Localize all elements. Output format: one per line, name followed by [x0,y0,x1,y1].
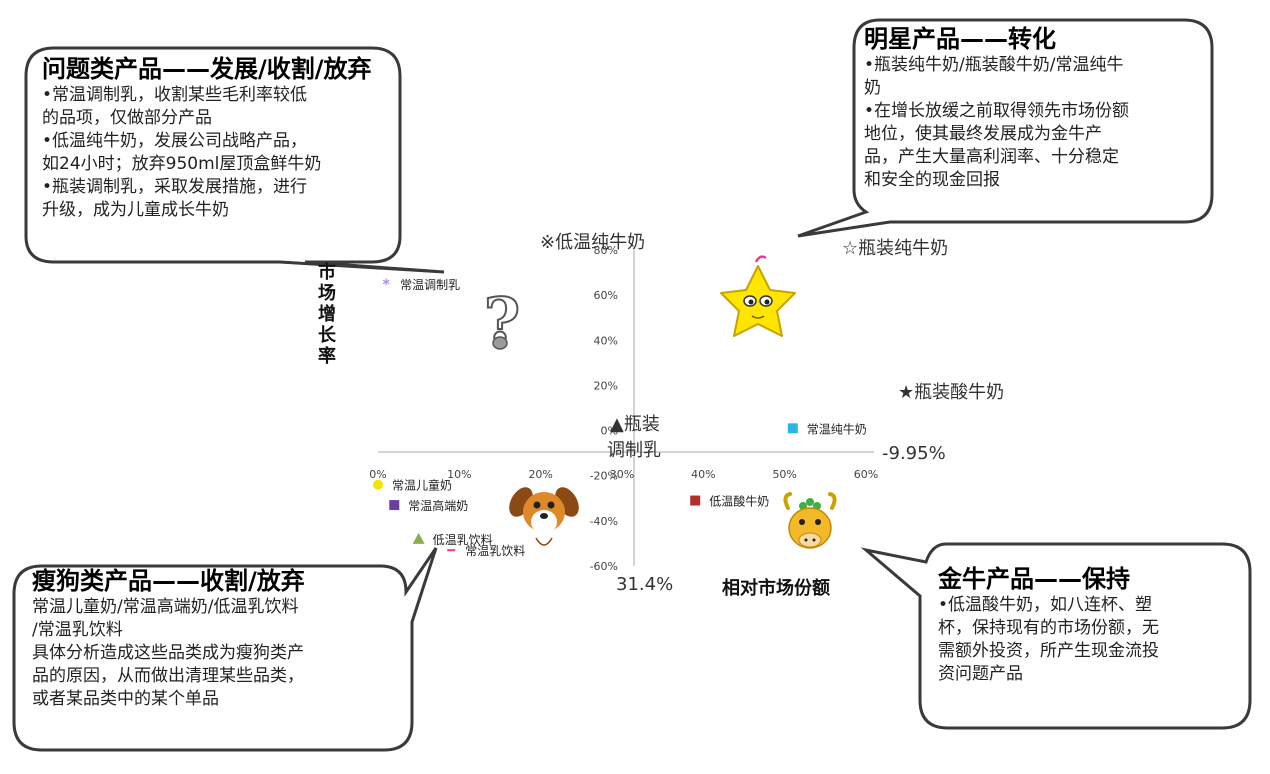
cow-callout: 金牛产品——保持 •低温酸牛奶，如八连杯、塑 杯，保持现有的市场份额，无 需额外… [938,564,1238,686]
y-tick-label: -60% [590,560,618,573]
star-line: 奶 [864,78,881,98]
dog-line: /常温乳饮料 [32,620,123,640]
star-mascot-icon [720,255,796,337]
star-line: •在增长放缓之前取得领先市场份额 [864,101,1130,121]
question-line: 升级，成为儿童成长牛奶 [42,200,229,220]
x-tick-label: 40% [691,468,715,481]
x-tick-label: 10% [447,468,471,481]
y-tick-label: 80% [594,244,618,257]
star-callout: 明星产品——转化 •瓶装纯牛奶/瓶装酸牛奶/常温纯牛 奶 •在增长放缓之前取得领… [864,24,1210,192]
question-bubble [24,46,445,274]
question-line: •低温纯牛奶，发展公司战略产品， [42,131,308,151]
cow-mascot-icon [783,492,837,549]
data-point [787,423,798,434]
x-axis-title: 相对市场份额 [722,578,830,599]
dog-line: 常温儿童奶/常温高端奶/低温乳饮料 [32,597,299,617]
star-line: •瓶装纯牛奶/瓶装酸牛奶/常温纯牛 [864,55,1124,75]
star-title: 明星产品——转化 [864,25,1056,53]
question-mark-icon: ? [483,283,521,358]
bottle-modified-label-1: ▲瓶装 [610,414,660,435]
y-tick-label: 0% [601,425,618,438]
data-point-label: 低温酸牛奶 [709,494,769,509]
cow-line: 资问题产品 [938,664,1023,684]
dog-line: 品的原因，从而做出清理某些品类， [32,666,304,686]
data-point-label: 常温高端奶 [408,498,468,513]
dog-bubble [12,547,438,752]
bottle-milk-label: ☆瓶装纯牛奶 [842,238,949,259]
question-line: 如24小时；放弃950ml屋顶盒鲜牛奶 [42,154,322,174]
data-point [373,479,383,490]
y-tick-label: 20% [594,379,618,392]
star-bubble [797,18,1214,238]
star-line: 和安全的现金回报 [864,170,1000,190]
data-point-label: 常温调制乳 [400,278,460,292]
bottle-modified-label-2: 调制乳 [607,440,661,461]
dog-title: 瘦狗类产品——收割/放弃 [32,567,305,595]
x-tick-label: 50% [772,468,796,481]
star-line: 品，产生大量高利润率、十分稳定 [864,147,1119,167]
y-tick-label: 40% [594,334,618,347]
data-point-label: 低温乳饮料 [433,533,493,547]
value-neg-label: -9.95% [882,443,946,464]
cow-bubble [860,542,1252,730]
dog-line: 或者某品类中的某个单品 [32,689,219,709]
data-point-label: 常温纯牛奶 [807,421,867,436]
cow-line: 杯，保持现有的市场份额，无 [938,618,1159,638]
x-tick-label: 20% [528,468,552,481]
y-tick-label: -40% [590,515,618,528]
dog-line: 具体分析造成这些品类成为瘦狗类产 [32,643,304,663]
star-line: 地位，使其最终发展成为金牛产 [864,124,1102,144]
question-title: 问题类产品——发展/收割/放弃 [42,55,372,83]
question-callout: 问题类产品——发展/收割/放弃 •常温调制乳，收割某些毛利率较低 的品项，仅做部… [42,54,398,222]
y-tick-label: -20% [590,470,618,483]
question-line: •瓶装调制乳，采取发展措施，进行 [42,177,308,197]
data-point-label: 常温儿童奶 [392,478,452,493]
dog-mascot-icon [509,487,579,546]
data-point: * [382,277,390,293]
x-tick-label: 60% [854,468,878,481]
cow-title: 金牛产品——保持 [938,565,1130,593]
bottle-yogurt-label: ★瓶装酸牛奶 [898,382,1005,403]
cow-line: •低温酸牛奶，如八连杯、塑 [938,595,1153,615]
data-point [690,495,701,506]
x-tick-label: 30% [610,468,634,481]
data-point-label: 常温乳饮料 [465,544,525,558]
question-line: •常温调制乳，收割某些毛利率较低 [42,85,308,105]
data-point [389,500,400,511]
question-line: 的品项，仅做部分产品 [42,108,212,128]
cow-line: 需额外投资，所产生现金流投 [938,641,1159,661]
value-share-label: 31.4% [616,574,674,595]
data-point [412,532,425,544]
dog-callout: 瘦狗类产品——收割/放弃 常温儿童奶/常温高端奶/低温乳饮料 /常温乳饮料 具体… [32,566,408,711]
y-axis-title: 市场增长率 [318,262,336,367]
x-tick-label: 0% [369,468,386,481]
low-temp-milk-label: ※低温纯牛奶 [540,232,646,253]
y-tick-label: 60% [594,289,618,302]
